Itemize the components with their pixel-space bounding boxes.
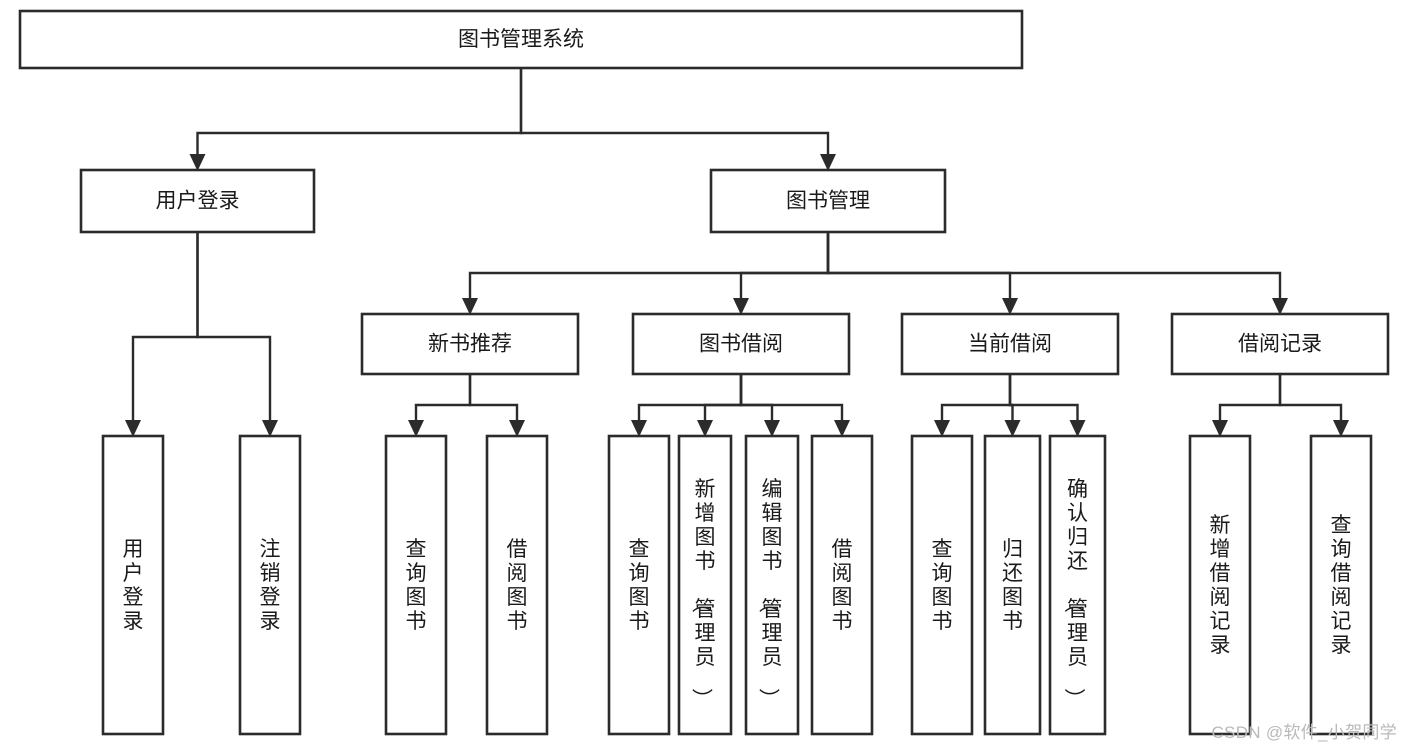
connector-current-borrow-to-leaf-query-book-3 — [934, 374, 1012, 437]
node-label-leaf-add-book: 新增图书（管理员） — [690, 478, 716, 709]
connector-root-to-user-login — [189, 68, 523, 171]
node-box-leaf-borrow-book-1[interactable] — [485, 434, 549, 736]
node-layer: 图书管理系统用户登录图书管理新书推荐图书借阅当前借阅借阅记录用户登录注销登录查询… — [18, 9, 1390, 736]
node-box-book-manage[interactable] — [709, 168, 947, 234]
arrow-head-icon — [764, 420, 780, 437]
node-leaf-query-record[interactable]: 查询借阅记录 — [1309, 434, 1373, 736]
node-leaf-borrow-book-1[interactable]: 借阅图书 — [485, 434, 549, 736]
arrow-head-icon — [697, 420, 713, 437]
arrow-head-icon — [509, 420, 525, 437]
arrow-head-icon — [1272, 298, 1288, 315]
node-box-leaf-edit-book[interactable] — [744, 434, 800, 736]
node-new-book-rec[interactable]: 新书推荐 — [360, 312, 580, 376]
node-label-leaf-borrow-book-2: 借阅图书 — [832, 538, 853, 633]
arrow-head-icon — [1002, 298, 1018, 315]
node-label-leaf-query-book-3: 查询图书 — [932, 538, 953, 633]
node-label-current-borrow: 当前借阅 — [968, 333, 1052, 356]
node-label-leaf-add-record: 新增借阅记录 — [1210, 514, 1231, 657]
watermark-label: CSDN @软件_小贺同学 — [1211, 723, 1397, 742]
node-box-new-book-rec[interactable] — [360, 312, 580, 376]
arrow-head-icon — [1069, 420, 1086, 437]
arrow-head-icon — [189, 154, 206, 171]
node-leaf-return-book[interactable]: 归还图书 — [983, 434, 1042, 736]
node-leaf-borrow-book-2[interactable]: 借阅图书 — [810, 434, 874, 736]
node-box-leaf-logout[interactable] — [238, 434, 302, 736]
node-box-user-login[interactable] — [79, 168, 316, 234]
node-leaf-add-book[interactable]: 新增图书（管理员） — [677, 434, 733, 736]
connector-new-book-rec-to-leaf-borrow-book-1 — [468, 374, 525, 437]
node-label-book-borrow: 图书借阅 — [699, 333, 783, 356]
arrow-head-icon — [1333, 420, 1349, 437]
node-box-leaf-query-record[interactable] — [1309, 434, 1373, 736]
node-root[interactable]: 图书管理系统 — [18, 9, 1024, 70]
node-label-user-login: 用户登录 — [156, 190, 240, 213]
node-label-book-manage: 图书管理 — [786, 190, 870, 213]
node-label-leaf-query-book-2: 查询图书 — [629, 538, 650, 633]
arrow-head-icon — [733, 298, 749, 315]
arrow-head-icon — [408, 420, 424, 437]
node-label-leaf-confirm-return: 确认归还（管理员） — [1062, 478, 1088, 709]
connector-user-login-to-leaf-user-login — [125, 232, 199, 437]
arrow-head-icon — [1004, 420, 1021, 437]
node-box-leaf-query-book-1[interactable] — [384, 434, 448, 736]
node-box-leaf-add-record[interactable] — [1188, 434, 1252, 736]
node-label-borrow-record: 借阅记录 — [1238, 333, 1322, 356]
node-label-leaf-user-login: 用户登录 — [123, 538, 144, 633]
connector-borrow-record-to-leaf-query-record — [1278, 374, 1349, 437]
connector-book-manage-to-book-borrow — [733, 232, 830, 315]
connector-book-borrow-to-leaf-borrow-book-2 — [739, 374, 850, 437]
node-label-leaf-edit-book: 编辑图书（管理员） — [757, 478, 783, 709]
node-leaf-query-book-2[interactable]: 查询图书 — [607, 434, 671, 736]
node-box-leaf-confirm-return[interactable] — [1048, 434, 1107, 736]
node-leaf-query-book-3[interactable]: 查询图书 — [910, 434, 974, 736]
node-leaf-logout[interactable]: 注销登录 — [238, 434, 302, 736]
node-box-book-borrow[interactable] — [631, 312, 851, 376]
node-label-leaf-borrow-book-1: 借阅图书 — [507, 538, 528, 633]
arrow-head-icon — [631, 420, 647, 437]
node-leaf-add-record[interactable]: 新增借阅记录 — [1188, 434, 1252, 736]
node-leaf-user-login[interactable]: 用户登录 — [101, 434, 165, 736]
node-box-root[interactable] — [18, 9, 1024, 70]
connector-root-to-book-manage — [519, 68, 836, 171]
connector-user-login-to-leaf-logout — [196, 232, 278, 437]
node-leaf-confirm-return[interactable]: 确认归还（管理员） — [1048, 434, 1107, 736]
node-label-new-book-rec: 新书推荐 — [428, 333, 512, 356]
node-box-leaf-query-book-2[interactable] — [607, 434, 671, 736]
arrow-head-icon — [462, 298, 478, 315]
arrow-head-icon — [820, 154, 836, 171]
node-label-leaf-query-record: 查询借阅记录 — [1331, 514, 1352, 657]
node-book-manage[interactable]: 图书管理 — [709, 168, 947, 234]
node-borrow-record[interactable]: 借阅记录 — [1170, 312, 1390, 376]
node-box-current-borrow[interactable] — [900, 312, 1120, 376]
node-leaf-query-book-1[interactable]: 查询图书 — [384, 434, 448, 736]
node-label-leaf-query-book-1: 查询图书 — [406, 538, 427, 633]
node-box-leaf-query-book-3[interactable] — [910, 434, 974, 736]
node-leaf-edit-book[interactable]: 编辑图书（管理员） — [744, 434, 800, 736]
node-current-borrow[interactable]: 当前借阅 — [900, 312, 1120, 376]
arrow-head-icon — [125, 420, 141, 437]
node-label-root: 图书管理系统 — [458, 28, 584, 51]
node-box-leaf-borrow-book-2[interactable] — [810, 434, 874, 736]
arrow-head-icon — [1212, 420, 1228, 437]
node-user-login[interactable]: 用户登录 — [79, 168, 316, 234]
arrow-head-icon — [934, 420, 950, 437]
node-box-leaf-add-book[interactable] — [677, 434, 733, 736]
node-label-leaf-return-book: 归还图书 — [1002, 538, 1023, 633]
connector-current-borrow-to-leaf-confirm-return — [1008, 374, 1086, 437]
node-label-leaf-logout: 注销登录 — [260, 538, 281, 633]
arrow-head-icon — [262, 420, 278, 437]
node-box-leaf-user-login[interactable] — [101, 434, 165, 736]
arrow-head-icon — [834, 420, 850, 437]
node-box-borrow-record[interactable] — [1170, 312, 1390, 376]
connector-new-book-rec-to-leaf-query-book-1 — [408, 374, 472, 437]
connector-book-manage-to-borrow-record — [826, 232, 1288, 315]
node-box-leaf-return-book[interactable] — [983, 434, 1042, 736]
node-book-borrow[interactable]: 图书借阅 — [631, 312, 851, 376]
connector-layer — [125, 68, 1349, 437]
connector-borrow-record-to-leaf-add-record — [1212, 374, 1282, 437]
